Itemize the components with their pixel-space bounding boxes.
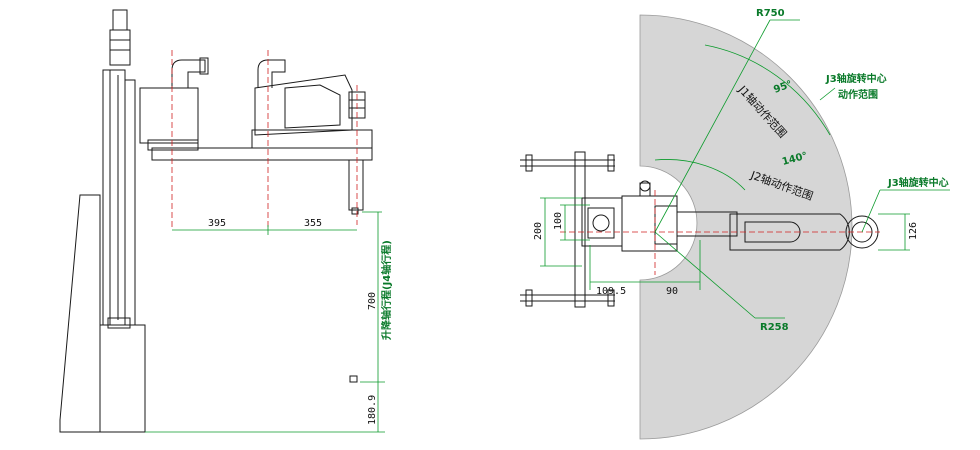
j1-motor-cap [199, 57, 209, 75]
j1-housing [139, 87, 199, 144]
frame-end [525, 154, 533, 172]
j2-range-arc [654, 159, 746, 191]
r750-leader [654, 19, 771, 233]
j2-motor-elbow [257, 59, 286, 88]
label-action-range: 动作范围 [838, 88, 878, 101]
frame-end [525, 289, 533, 307]
frame-end [607, 289, 615, 307]
column-bore [592, 214, 610, 232]
j3-top-leader [819, 87, 836, 101]
arm-2-top [729, 213, 850, 251]
j1-flange [147, 139, 199, 151]
top-motor-body [109, 29, 131, 66]
dim-395: 395 [208, 218, 226, 229]
arm-1-top [676, 211, 738, 237]
side-dimensions [145, 211, 385, 433]
arm-2-slot [744, 221, 801, 243]
j1-connector [639, 182, 651, 196]
j1-housing-top [621, 195, 678, 252]
j3-right-leader [861, 189, 881, 233]
j2-flange [251, 129, 373, 149]
tool-flange [351, 207, 359, 215]
top-dimensions [540, 19, 950, 319]
dim-355: 355 [304, 218, 322, 229]
stroke-end-marker [349, 375, 358, 383]
label-100: 100 [553, 212, 564, 230]
label-r750: R750 [756, 8, 785, 19]
lift-column [102, 69, 126, 326]
reach-zone [639, 14, 853, 440]
label-126: 126 [908, 222, 919, 240]
base-pedestal [59, 194, 146, 433]
j1-range-arc [704, 44, 831, 136]
stroke-note: 升降轴行程(J4轴行程) [380, 240, 393, 340]
z-shaft-bottom [348, 159, 364, 211]
dim-180-9: 180.9 [367, 395, 378, 425]
dim-700: 700 [367, 292, 378, 310]
label-109-5: 109.5 [596, 286, 626, 297]
label-j3-center-top: J3轴旋转中心 [825, 72, 887, 85]
column-foot [107, 317, 131, 329]
label-200: 200 [533, 222, 544, 240]
frame-end [607, 154, 615, 172]
label-90: 90 [666, 286, 678, 297]
label-r258: R258 [760, 322, 789, 333]
side-centerlines [171, 50, 358, 230]
j2-housing [254, 74, 353, 136]
top-centerlines [560, 190, 880, 275]
side-view [59, 9, 373, 433]
column-side [124, 79, 136, 326]
top-view [520, 151, 879, 308]
label-j3-center-right: J3轴旋转中心 [887, 176, 949, 189]
j1-connector-cap [639, 180, 651, 192]
r258-leader [654, 231, 756, 319]
top-motor [112, 9, 128, 31]
j2-window [284, 84, 341, 129]
frame-post [574, 151, 586, 308]
column-inner [587, 207, 615, 239]
